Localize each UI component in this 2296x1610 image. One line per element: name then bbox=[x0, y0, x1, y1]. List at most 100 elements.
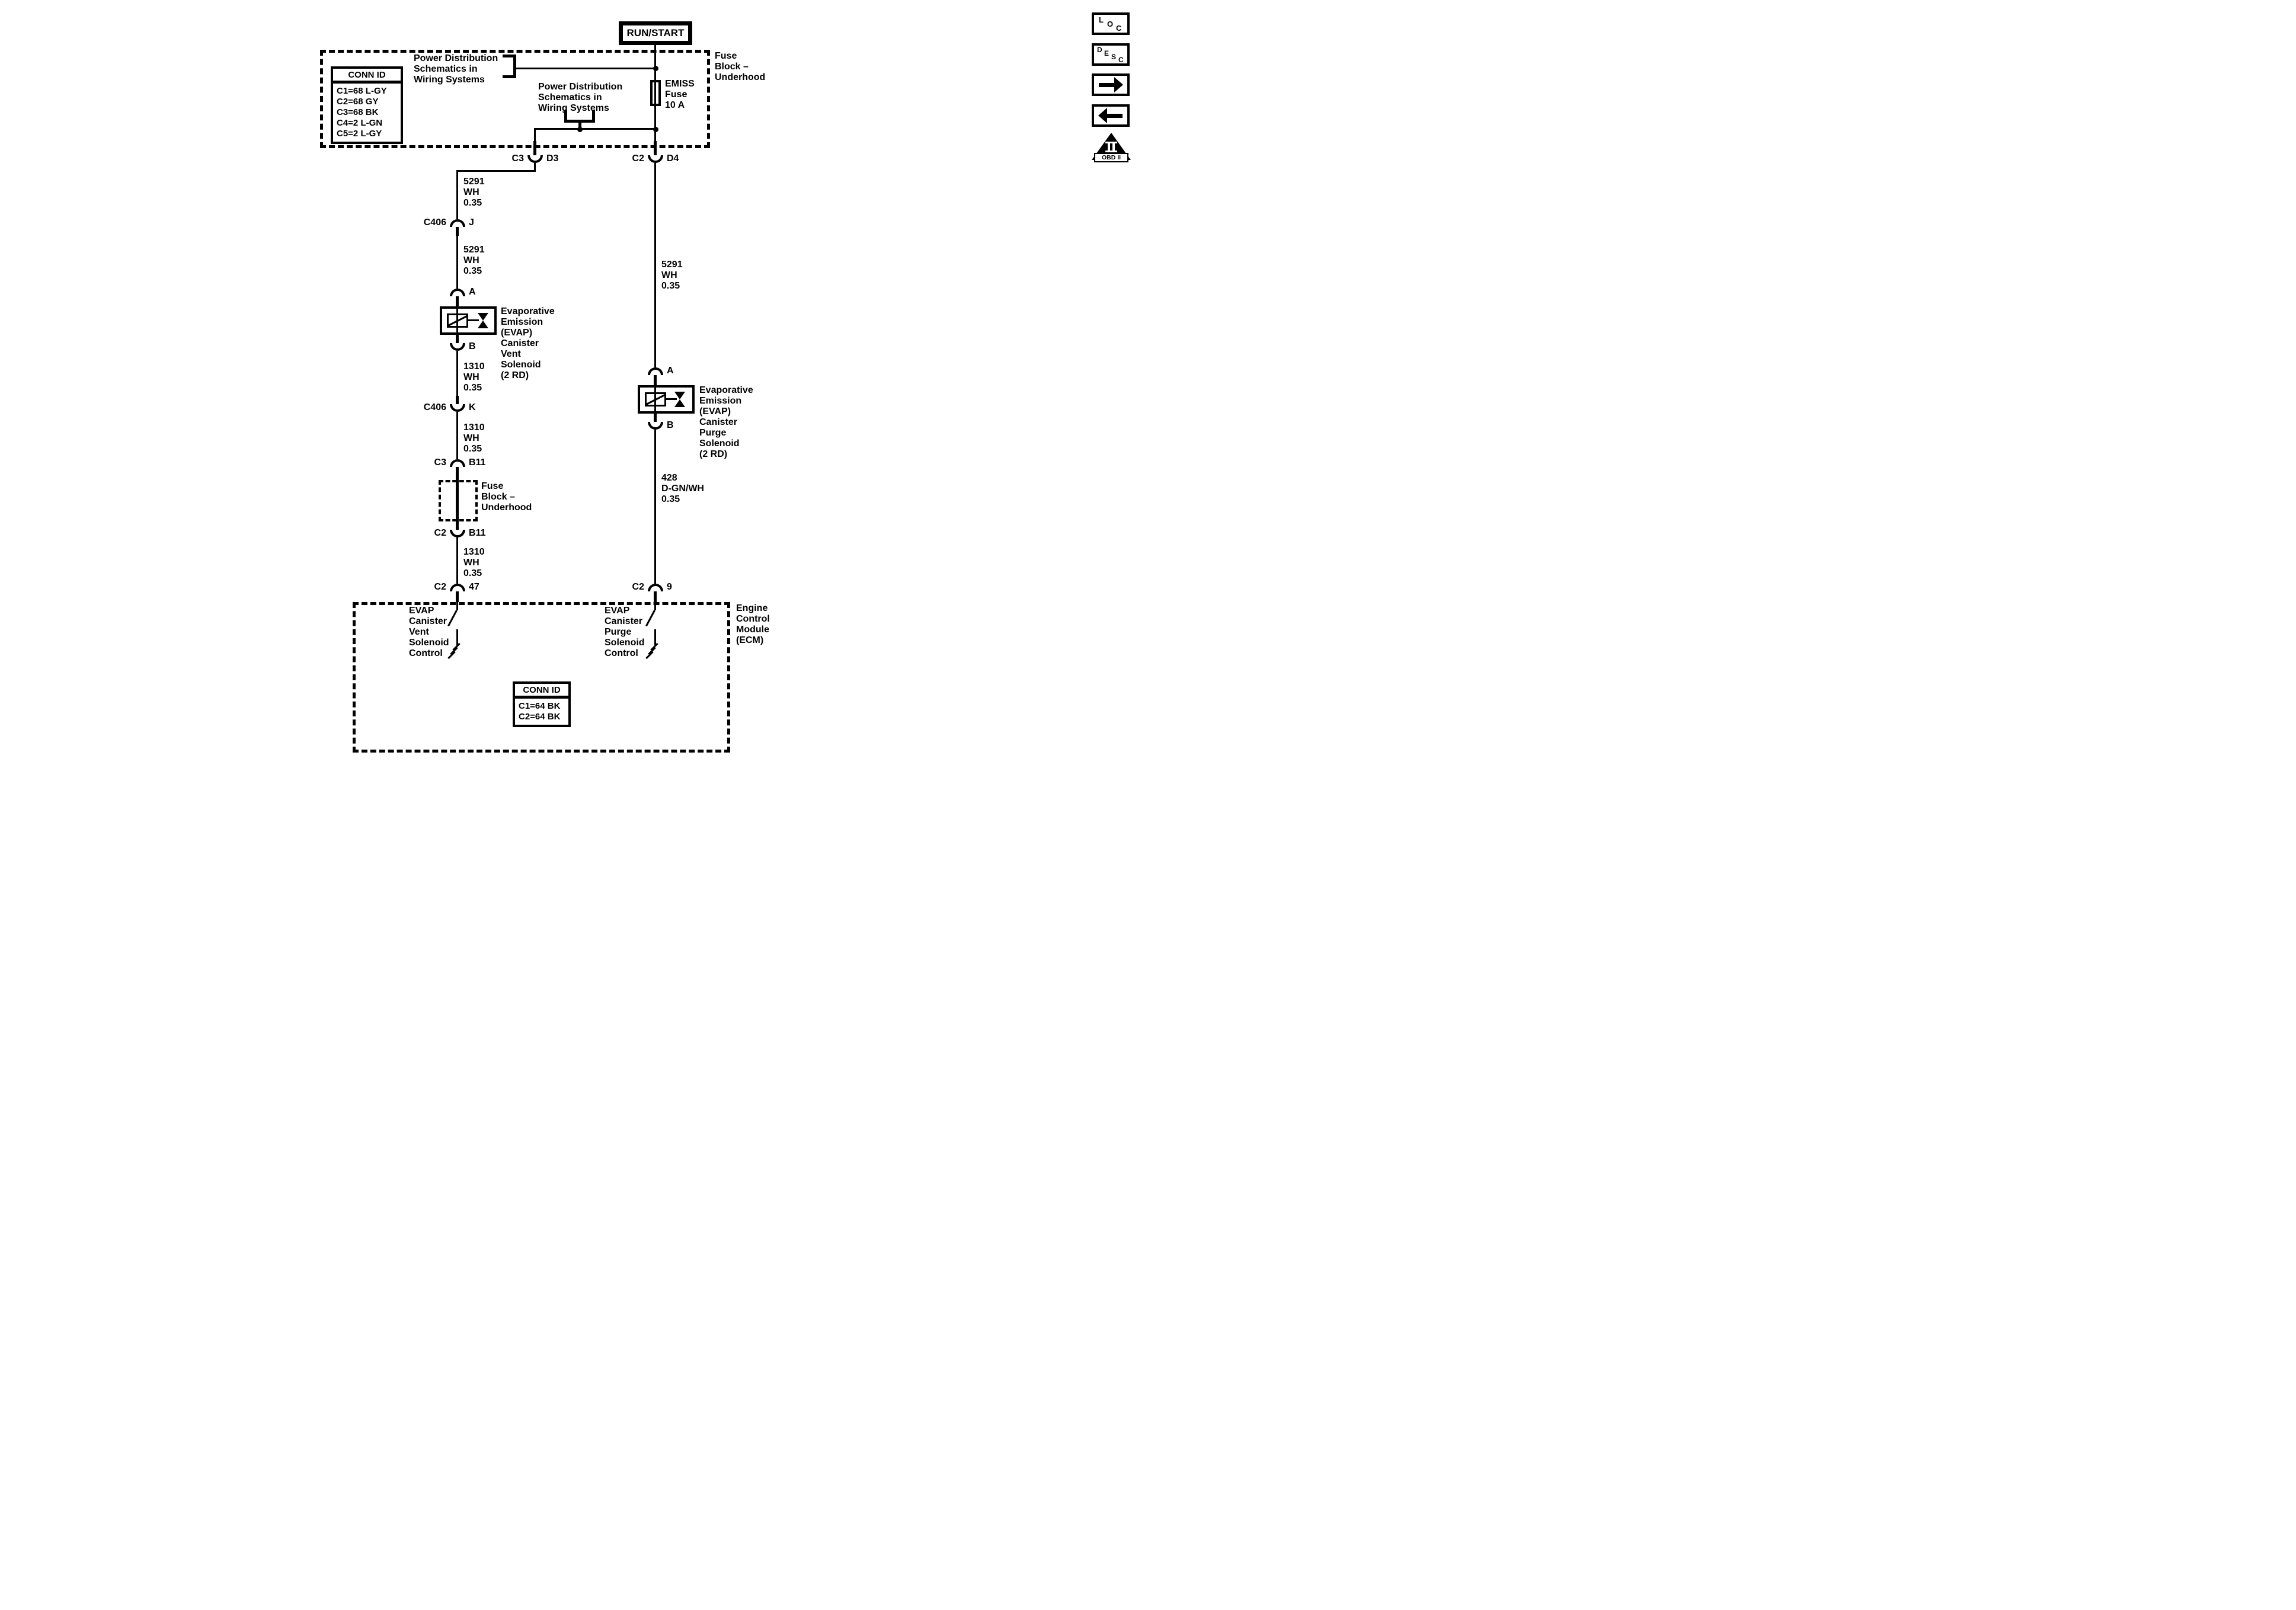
wire-left-5 bbox=[456, 537, 458, 584]
loc-letter: C bbox=[1116, 24, 1122, 33]
c406-k-stub bbox=[456, 396, 459, 404]
connector-c2-9 bbox=[648, 584, 663, 591]
connector-vent-a bbox=[450, 289, 465, 296]
connector-c3-b11 bbox=[450, 459, 465, 467]
vent-solenoid-coil bbox=[447, 313, 468, 328]
coil-slash-icon bbox=[645, 393, 666, 406]
c406-k-right-label: K bbox=[469, 402, 476, 412]
c406-j-stub bbox=[456, 227, 459, 236]
bracket1-bar bbox=[513, 55, 516, 78]
d3-stub bbox=[533, 141, 536, 155]
desc-letter: E bbox=[1104, 49, 1109, 57]
ecm-purge-ground-stem bbox=[654, 629, 656, 646]
run-start-feed-wire bbox=[654, 45, 656, 142]
connector-c2-b11 bbox=[450, 530, 465, 537]
vent-b-stub bbox=[456, 335, 459, 343]
vent-b-label: B bbox=[469, 341, 476, 351]
loc-letter: L bbox=[1099, 15, 1104, 24]
c2-47-right-label: 47 bbox=[469, 582, 479, 592]
bracket2-left-tick bbox=[564, 110, 567, 122]
back-arrow-icon[interactable] bbox=[1092, 104, 1130, 127]
wire-left-1 bbox=[456, 170, 458, 219]
bracket2-right-tick bbox=[592, 110, 595, 122]
desc-icon[interactable]: D E S C bbox=[1092, 43, 1130, 66]
vent-a-stub bbox=[456, 296, 459, 306]
connector-d3 bbox=[527, 155, 543, 163]
run-start-box: RUN/START bbox=[619, 21, 692, 45]
purge-a-stub bbox=[654, 375, 657, 385]
d4-left-label: C2 bbox=[632, 153, 644, 164]
c2-b11-left-label: C2 bbox=[434, 528, 446, 538]
connector-vent-b bbox=[450, 343, 465, 351]
connector-c406-j bbox=[450, 219, 465, 227]
c406-j-left-label: C406 bbox=[423, 217, 446, 228]
d3-right-label: D3 bbox=[546, 153, 559, 164]
connector-d4 bbox=[648, 155, 663, 163]
purge-valve-icon-bottom bbox=[674, 399, 685, 407]
c2-b11-right-label: B11 bbox=[469, 528, 486, 538]
arrow-shaft bbox=[1107, 114, 1123, 118]
fuse-block-underhood-box bbox=[320, 50, 710, 148]
c3-b11-stub bbox=[456, 467, 459, 476]
power-feed-wire-2 bbox=[535, 128, 656, 130]
arrow-head bbox=[1114, 77, 1123, 92]
c3-b11-right-label: B11 bbox=[469, 457, 486, 468]
obd-pillar-icon bbox=[1105, 151, 1117, 152]
arrow-head bbox=[1098, 108, 1107, 123]
purge-valve-icon-top bbox=[674, 392, 685, 399]
c406-j-right-label: J bbox=[469, 217, 474, 228]
arrow-shaft bbox=[1099, 83, 1114, 87]
loc-icon[interactable]: L O C bbox=[1092, 12, 1130, 35]
wire-right-1 bbox=[654, 163, 656, 367]
wire-corner-d3 bbox=[534, 128, 536, 142]
d4-right-label: D4 bbox=[667, 153, 679, 164]
wire-d3-down bbox=[534, 163, 536, 171]
wire-right-2 bbox=[654, 430, 656, 584]
vent-valve-icon-top bbox=[478, 313, 488, 321]
wire-left-2 bbox=[456, 236, 458, 289]
obd-pillar-icon bbox=[1112, 143, 1115, 151]
obd-pillar-icon bbox=[1108, 143, 1110, 151]
c2-9-left-label: C2 bbox=[632, 582, 644, 592]
vent-solenoid-box bbox=[440, 306, 497, 335]
forward-arrow-icon[interactable] bbox=[1092, 73, 1130, 96]
power-feed-wire-1 bbox=[516, 68, 656, 69]
bracket1-bottom-arm bbox=[503, 75, 513, 78]
c2-47-stub bbox=[456, 591, 459, 602]
connector-c406-k bbox=[450, 404, 465, 412]
conn-id-header: CONN ID bbox=[333, 69, 401, 84]
vent-a-label: A bbox=[469, 287, 476, 297]
ecm-purge-wire-top bbox=[654, 602, 656, 610]
ecm-box bbox=[353, 602, 730, 753]
c3-b11-left-label: C3 bbox=[434, 457, 446, 468]
connector-purge-b bbox=[648, 422, 663, 430]
purge-solenoid-box bbox=[638, 385, 695, 414]
conn-id-header: CONN ID bbox=[515, 684, 568, 699]
emiss-fuse-symbol bbox=[650, 80, 661, 106]
vent-valve-link bbox=[468, 319, 479, 321]
wire-jog-left bbox=[456, 170, 536, 172]
obd-ii-icon[interactable]: OBD II bbox=[1092, 133, 1131, 162]
desc-letter: S bbox=[1111, 53, 1117, 61]
purge-solenoid-coil bbox=[645, 392, 666, 406]
ecm-vent-ground-stem bbox=[456, 629, 458, 646]
purge-b-stub bbox=[654, 414, 657, 422]
purge-a-label: A bbox=[667, 366, 674, 376]
c2-9-right-label: 9 bbox=[667, 582, 672, 592]
c2-9-stub bbox=[654, 591, 657, 602]
loc-letter: O bbox=[1107, 20, 1114, 28]
